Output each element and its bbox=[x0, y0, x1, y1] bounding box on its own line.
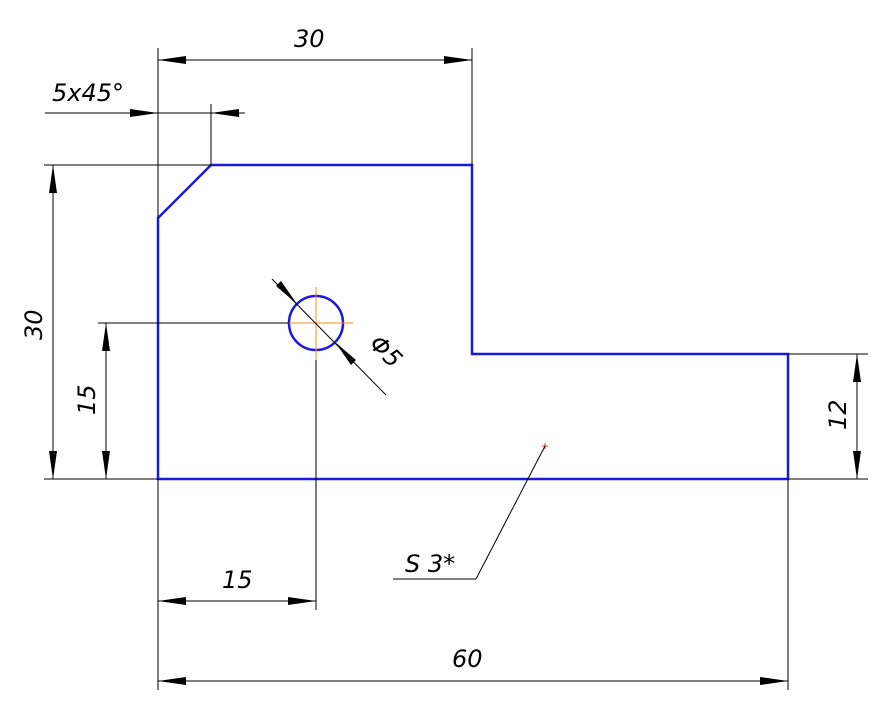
leader-line-thickness bbox=[475, 445, 546, 580]
arrow-top-left bbox=[158, 56, 186, 64]
dimension-text-hole-diameter: Φ5 bbox=[364, 329, 408, 373]
arrow-left-height-bottom bbox=[49, 451, 57, 479]
arrow-hole-offset-left bbox=[158, 597, 186, 605]
dimension-text-overall-width: 60 bbox=[452, 645, 483, 673]
arrow-right-height-bottom bbox=[853, 451, 861, 479]
dimension-text-top-width: 30 bbox=[294, 25, 325, 53]
arrow-hole-height-bottom bbox=[102, 451, 110, 479]
dimension-text-hole-height: 15 bbox=[73, 384, 101, 415]
dimension-text-left-height: 30 bbox=[20, 309, 48, 340]
annotation-text-thickness: S 3* bbox=[405, 550, 455, 578]
part-outline bbox=[156, 163, 790, 481]
arrow-right-height-top bbox=[853, 354, 861, 382]
dimension-text-chamfer: 5x45° bbox=[52, 79, 124, 107]
arrow-overall-width-right bbox=[760, 677, 788, 685]
arrow-chamfer-right bbox=[211, 109, 239, 117]
arrow-chamfer-left bbox=[130, 109, 158, 117]
arrow-diameter-upper bbox=[276, 281, 297, 304]
arrow-hole-offset-right bbox=[288, 597, 316, 605]
arrow-top-right bbox=[444, 56, 472, 64]
arrow-hole-height-top bbox=[102, 323, 110, 351]
arrow-diameter-lower bbox=[335, 342, 356, 365]
arrow-left-height-top bbox=[49, 165, 57, 193]
dimension-text-hole-offset: 15 bbox=[222, 566, 253, 594]
arrow-overall-width-left bbox=[158, 677, 186, 685]
dimension-text-right-height: 12 bbox=[824, 399, 852, 430]
